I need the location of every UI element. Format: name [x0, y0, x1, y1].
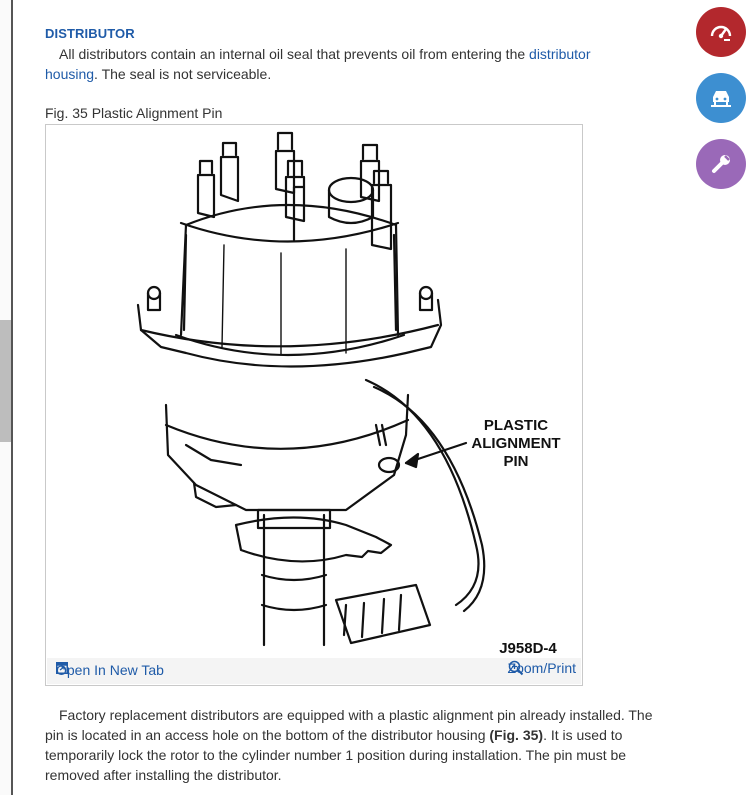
section-heading: DISTRIBUTOR	[45, 26, 135, 41]
para1-text-start: All distributors contain an internal oil…	[59, 46, 530, 62]
base-flange	[136, 298, 443, 368]
zoom-print-button[interactable]: Zoom/Print	[508, 660, 576, 676]
body-paragraph: Factory replacement distributors are equ…	[45, 705, 665, 785]
figure-code: J958D-4	[499, 640, 557, 657]
distributor-housing-link[interactable]: distributor housing	[45, 46, 591, 82]
mounting-flange	[234, 516, 393, 563]
para2-text-end: . It is used to temporarily lock the rot…	[45, 727, 627, 783]
engine-gauge-icon	[710, 25, 732, 41]
callout-line-1: PLASTIC	[484, 417, 548, 434]
repair-tools-button[interactable]	[696, 139, 746, 189]
para1-text-end: . The seal is not serviceable.	[94, 66, 272, 82]
car-lift-icon	[711, 91, 731, 107]
zoom-in-icon	[508, 660, 523, 676]
engine-diagnostics-button[interactable]	[696, 7, 746, 57]
vehicle-service-button[interactable]	[696, 73, 746, 123]
figure-container: PLASTIC ALIGNMENT PIN J958D-4 Open In Ne…	[45, 124, 583, 686]
figure-footer: Open In New Tab Zoom/Print	[47, 658, 581, 684]
shaft-outline	[262, 513, 326, 647]
new-tab-icon	[56, 662, 68, 674]
distributor-cap	[179, 203, 400, 337]
wire-harness	[364, 378, 480, 607]
callout-line-2: ALIGNMENT	[471, 435, 560, 452]
wire-connector	[334, 583, 432, 645]
para2-text-start: Factory replacement distributors are equ…	[45, 707, 653, 743]
distributor-illustration: PLASTIC ALIGNMENT PIN J958D-4	[136, 131, 561, 657]
open-in-new-tab-button[interactable]: Open In New Tab	[56, 662, 164, 678]
wrench-icon	[712, 155, 730, 173]
figure-reference: (Fig. 35)	[489, 727, 544, 743]
lower-housing	[164, 393, 410, 512]
left-scrollbar[interactable]	[0, 0, 13, 795]
open-in-new-tab-label: Open In New Tab	[56, 662, 164, 678]
figure-caption: Fig. 35 Plastic Alignment Pin	[45, 105, 223, 121]
scrollbar-thumb[interactable]	[0, 320, 11, 442]
zoom-print-label: Zoom/Print	[507, 660, 576, 676]
intro-paragraph: All distributors contain an internal oil…	[45, 44, 645, 84]
callout-line-3: PIN	[503, 453, 528, 470]
alignment-pin	[377, 456, 401, 474]
